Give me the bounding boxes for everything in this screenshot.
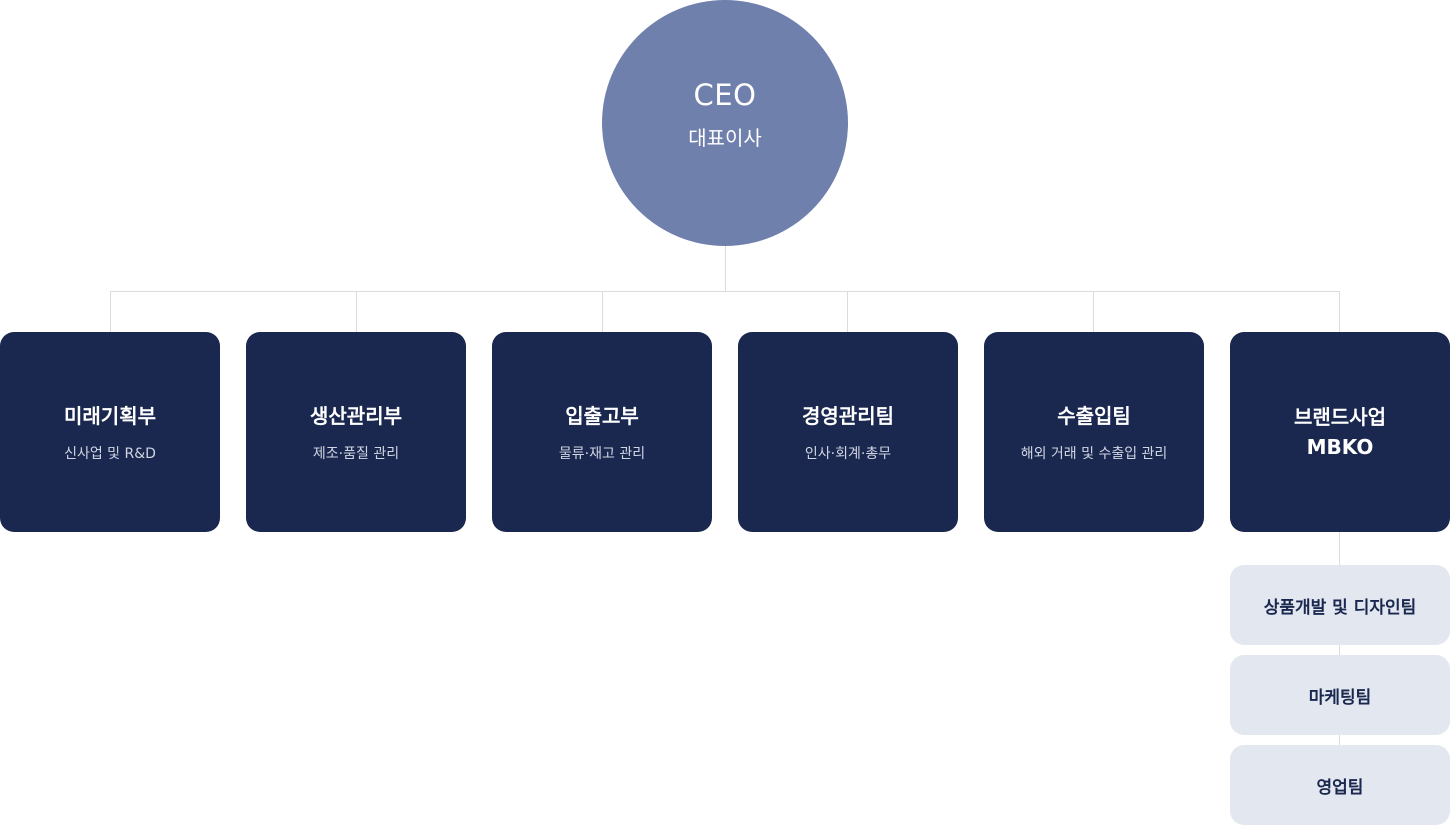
dept-name: 수출입팀 xyxy=(1057,404,1131,428)
dept-desc: 신사업 및 R&D xyxy=(64,446,156,462)
subteam-sales: 영업팀 xyxy=(1230,745,1450,825)
dept-name: 경영관리팀 xyxy=(802,404,894,428)
dept-desc: 물류·재고 관리 xyxy=(558,446,646,462)
dept-logistics: 입출고부 물류·재고 관리 xyxy=(492,332,712,532)
dept-desc: 해외 거래 및 수출입 관리 xyxy=(1020,446,1168,462)
dept-desc: 인사·회계·총무 xyxy=(804,446,892,462)
connector-horizontal xyxy=(110,291,1340,292)
dept-future-planning: 미래기획부 신사업 및 R&D xyxy=(0,332,220,532)
dept-production: 생산관리부 제조·품질 관리 xyxy=(246,332,466,532)
dept-name-secondary: MBKO xyxy=(1306,435,1374,459)
subteam-name: 영업팀 xyxy=(1316,777,1364,798)
connector-dept-6 xyxy=(1339,291,1340,332)
ceo-title: CEO xyxy=(693,78,757,112)
subteam-name: 상품개발 및 디자인팀 xyxy=(1263,597,1417,618)
dept-desc: 제조·품질 관리 xyxy=(312,446,400,462)
ceo-node: CEO 대표이사 xyxy=(602,0,848,246)
subteam-marketing: 마케팅팀 xyxy=(1230,655,1450,735)
connector-dept-5 xyxy=(1093,291,1094,332)
dept-brand-business: 브랜드사업 MBKO xyxy=(1230,332,1450,532)
dept-name: 미래기획부 xyxy=(64,404,156,428)
dept-name: 브랜드사업 xyxy=(1294,405,1386,429)
subteam-product-design: 상품개발 및 디자인팀 xyxy=(1230,565,1450,645)
connector-ceo-vertical xyxy=(725,246,726,292)
dept-import-export: 수출입팀 해외 거래 및 수출입 관리 xyxy=(984,332,1204,532)
dept-name: 입출고부 xyxy=(565,404,639,428)
connector-dept-4 xyxy=(847,291,848,332)
subteam-name: 마케팅팀 xyxy=(1308,687,1372,708)
connector-dept-2 xyxy=(356,291,357,332)
ceo-subtitle: 대표이사 xyxy=(688,126,762,150)
dept-management: 경영관리팀 인사·회계·총무 xyxy=(738,332,958,532)
dept-name: 생산관리부 xyxy=(310,404,402,428)
connector-dept-1 xyxy=(110,291,111,332)
connector-dept-3 xyxy=(602,291,603,332)
